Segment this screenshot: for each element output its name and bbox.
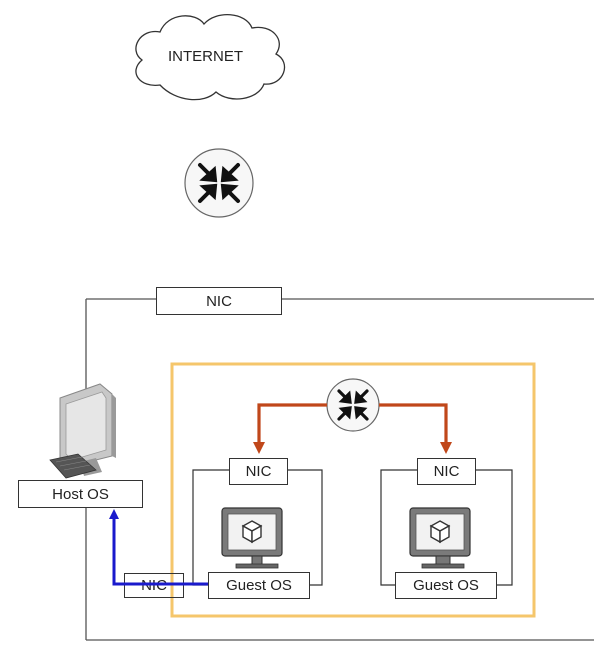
desktop-computer-icon [49,383,116,479]
vm-internal-link [253,403,452,454]
internet-label: INTERNET [168,48,243,65]
router-inner-icon [326,378,380,432]
nic-vm-right-box: NIC [417,458,476,485]
nic-vm-left-box: NIC [229,458,288,485]
vm-right-frame [380,469,513,586]
nic-top-box: NIC [156,287,282,315]
vm-right-monitor-icon [409,507,471,569]
router-top-icon [184,148,254,218]
cloud-icon [135,13,286,101]
vm-left-monitor-icon [221,507,283,569]
host-network-frame [85,298,594,641]
nic-host-adapter-box: NIC [124,573,184,598]
virtual-network-boundary [170,362,536,618]
guest-os-right-box: Guest OS [395,572,497,599]
guest-os-left-box: Guest OS [208,572,310,599]
host-os-box: Host OS [18,480,143,508]
